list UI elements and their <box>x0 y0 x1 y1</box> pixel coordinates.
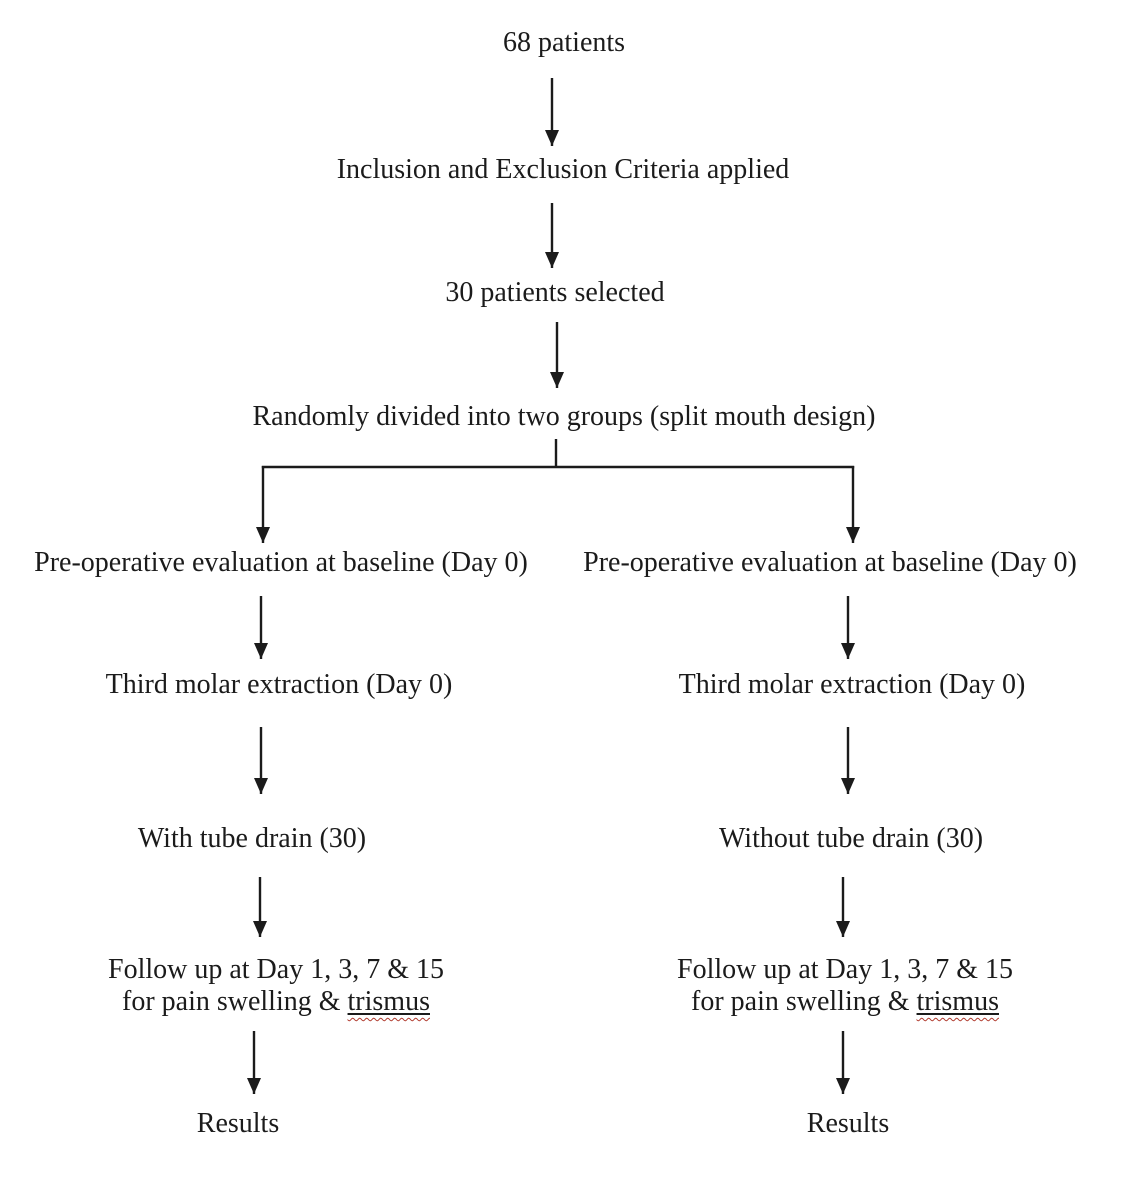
node-right-results: Results <box>806 1108 890 1139</box>
node-criteria: Inclusion and Exclusion Criteria applied <box>336 154 790 185</box>
followup-underlined-word: trismus <box>348 986 430 1017</box>
spellcheck-squiggle: trismus <box>916 986 999 1017</box>
node-left-extraction: Third molar extraction (Day 0) <box>105 669 453 700</box>
node-randomized: Randomly divided into two groups (split … <box>252 401 876 432</box>
spellcheck-squiggle: trismus <box>347 986 430 1017</box>
node-left-followup: Follow up at Day 1, 3, 7 & 15 for pain s… <box>108 954 444 1018</box>
followup-line1: Follow up at Day 1, 3, 7 & 15 <box>677 954 1013 985</box>
followup-line2-prefix: for pain swelling & <box>122 986 348 1017</box>
followup-line2: for pain swelling & trismus <box>108 986 444 1018</box>
node-right-preop: Pre-operative evaluation at baseline (Da… <box>583 547 1077 578</box>
node-right-group: Without tube drain (30) <box>718 823 984 854</box>
node-patients: 68 patients <box>502 27 626 58</box>
followup-line2: for pain swelling & trismus <box>677 986 1013 1018</box>
followup-underlined-word: trismus <box>917 986 999 1017</box>
node-left-preop: Pre-operative evaluation at baseline (Da… <box>34 547 528 578</box>
node-left-results: Results <box>196 1108 280 1139</box>
node-right-extraction: Third molar extraction (Day 0) <box>678 669 1026 700</box>
followup-line1: Follow up at Day 1, 3, 7 & 15 <box>108 954 444 985</box>
node-left-group: With tube drain (30) <box>137 823 367 854</box>
node-selected: 30 patients selected <box>445 277 665 308</box>
followup-line2-prefix: for pain swelling & <box>691 986 917 1017</box>
node-right-followup: Follow up at Day 1, 3, 7 & 15 for pain s… <box>677 954 1013 1018</box>
